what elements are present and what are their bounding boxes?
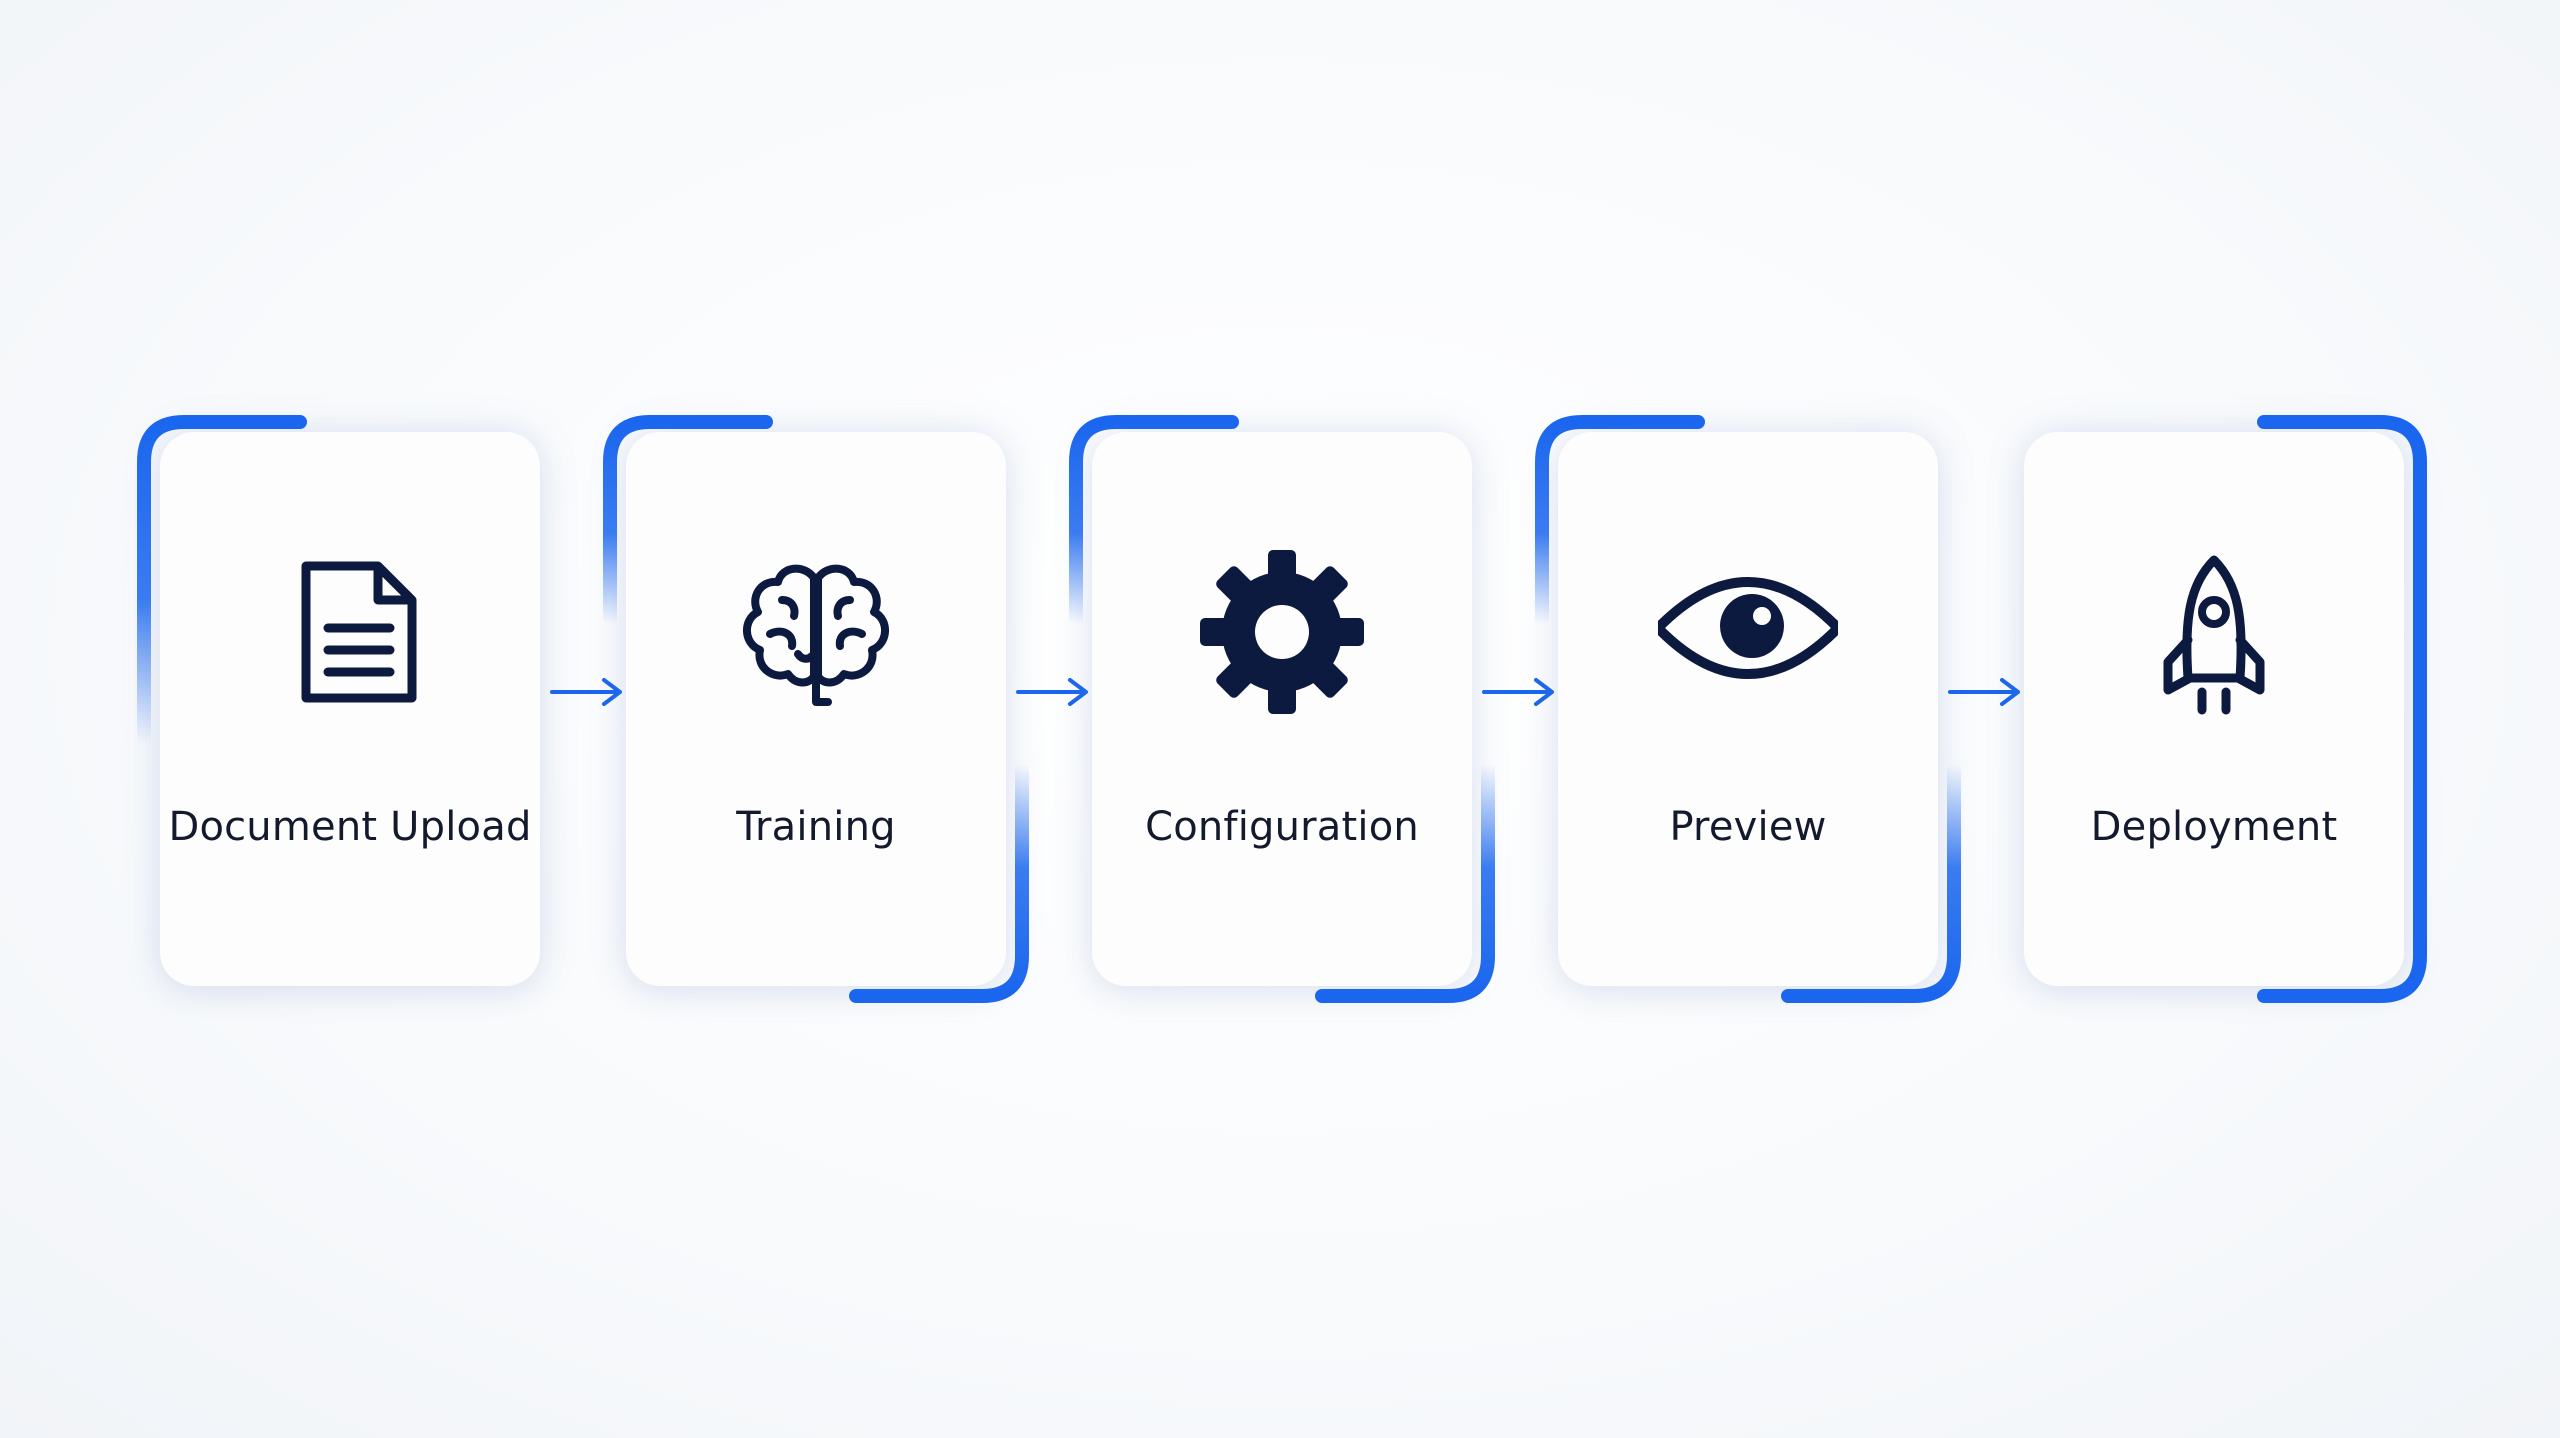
- arrow-right-icon: [550, 678, 622, 706]
- step-label: Preview: [1669, 804, 1827, 850]
- document-icon: [301, 561, 417, 703]
- brain-icon: [743, 564, 889, 706]
- step-label: Document Upload: [168, 804, 532, 850]
- step-label: Training: [736, 804, 896, 850]
- step-card-preview: Preview: [1535, 415, 1961, 1003]
- eye-icon: [1658, 577, 1838, 679]
- step-card-configuration: Configuration: [1069, 415, 1495, 1003]
- arrow-right-icon: [1482, 678, 1554, 706]
- step-card-document-upload: Document Upload: [137, 415, 540, 986]
- step-label: Deployment: [2090, 804, 2338, 850]
- step-label: Configuration: [1145, 804, 1419, 850]
- arrow-right-icon: [1948, 678, 2020, 706]
- arrow-right-icon: [1016, 678, 1088, 706]
- rocket-icon: [2163, 555, 2265, 715]
- step-card-training: Training: [603, 415, 1029, 1003]
- gear-icon: [1200, 550, 1364, 714]
- step-card-deployment: Deployment: [2024, 415, 2427, 1003]
